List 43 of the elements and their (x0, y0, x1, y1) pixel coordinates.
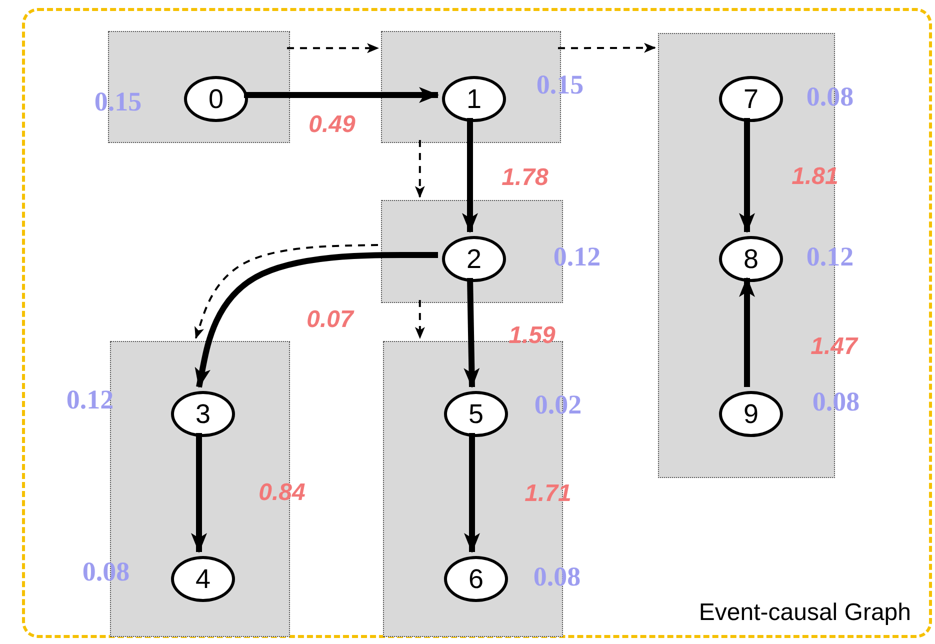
arrow (194, 244, 378, 339)
node-weight: 0.12 (66, 384, 114, 416)
node-weight: 0.12 (553, 242, 601, 272)
node-label: 6 (468, 566, 484, 592)
node-weight: 0.15 (94, 86, 142, 118)
graph-frame (22, 8, 932, 638)
arrow (558, 42, 656, 53)
node-weight: 0.08 (533, 562, 581, 592)
node-weight: 0.08 (812, 386, 860, 418)
node-label: 0 (208, 86, 224, 112)
node-label: 8 (743, 246, 759, 272)
node-label: 1 (466, 86, 482, 112)
arrow (191, 433, 207, 553)
arrow (414, 140, 425, 198)
arrow (287, 43, 379, 54)
node-weight: 0.08 (806, 82, 854, 112)
edge-label: 0.07 (306, 306, 354, 334)
arrow (739, 118, 755, 233)
node-weight: 0.02 (534, 390, 582, 420)
node-label: 4 (195, 566, 211, 592)
arrow (464, 278, 480, 388)
edge-label: 1.59 (508, 322, 556, 350)
arrow (462, 118, 478, 233)
node-weight: 0.12 (806, 242, 854, 272)
arrow (414, 300, 425, 339)
edge-label: 1.78 (502, 164, 548, 192)
edge-label: 1.47 (810, 333, 858, 361)
node-label: 9 (743, 400, 759, 428)
node-label: 5 (468, 400, 484, 428)
edge-label: 0.84 (258, 479, 306, 507)
node-label: 7 (743, 86, 759, 112)
arrow (244, 87, 439, 103)
edge-label: 1.71 (524, 480, 572, 508)
node-label: 3 (195, 400, 211, 428)
arrow (464, 433, 480, 553)
graph-title: Event-causal Graph (698, 599, 911, 627)
arrow (194, 252, 438, 388)
edge-label: 0.49 (308, 111, 356, 139)
node-label: 2 (466, 246, 482, 272)
arrow (739, 277, 755, 387)
node-weight: 0.15 (536, 70, 584, 100)
edge-label: 1.81 (792, 163, 838, 191)
node-weight: 0.08 (82, 556, 130, 588)
